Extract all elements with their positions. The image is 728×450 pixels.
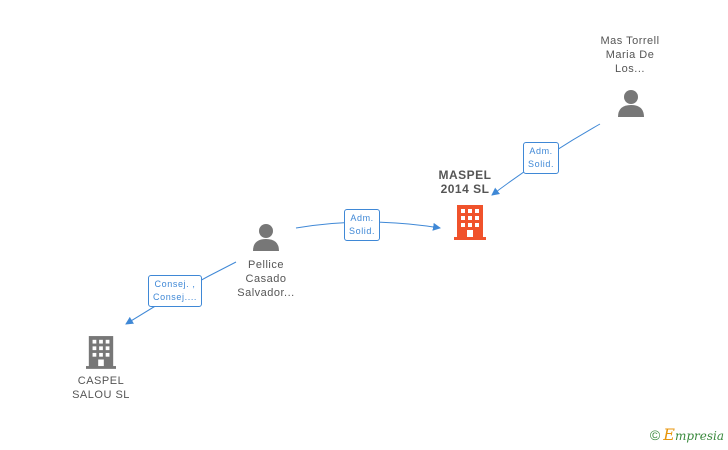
edge-label-line2: Consej.... [153,292,198,302]
node-pellice-line2: Casado [245,273,287,285]
person-icon[interactable] [251,222,281,252]
edge-label-line2: Solid. [528,159,555,169]
person-icon[interactable] [616,88,646,118]
building-icon[interactable] [86,334,116,370]
edge-label-line1: Adm. [350,213,374,223]
node-mas-torrell-line3: Los... [615,63,645,75]
node-caspel-line1: CASPEL [77,375,125,387]
node-pellice-line3: Salvador... [237,287,295,299]
node-pellice-label[interactable]: Pellice Casado Salvador... [219,258,313,300]
copyright-symbol: © [649,427,661,443]
logo-text: mpresia [674,429,724,443]
node-pellice-line1: Pellice [248,259,284,271]
node-maspel-line2: 2014 SL [440,182,490,196]
building-icon[interactable] [454,204,486,240]
node-maspel-line1: MASPEL [438,168,492,182]
empresia-logo: ©Empresia [650,425,724,444]
node-mas-torrell-line1: Mas Torrell [600,35,660,47]
edge-label-pellice-to-caspel[interactable]: Consej. , Consej.... [148,275,203,307]
logo-e: E [663,425,675,444]
node-caspel-label[interactable]: CASPEL SALOU SL [56,374,146,402]
node-maspel-label[interactable]: MASPEL 2014 SL [425,168,505,196]
edge-label-line2: Solid. [349,226,376,236]
edge-label-line1: Consej. , [154,279,196,289]
edge-label-line1: Adm. [529,146,553,156]
node-mas-torrell-label[interactable]: Mas Torrell Maria De Los... [585,34,675,76]
node-mas-torrell-line2: Maria De [605,49,655,61]
node-caspel-line2: SALOU SL [72,389,130,401]
edge-label-pellice-to-maspel[interactable]: Adm. Solid. [344,209,381,241]
edge-label-mas-to-maspel[interactable]: Adm. Solid. [523,142,560,174]
